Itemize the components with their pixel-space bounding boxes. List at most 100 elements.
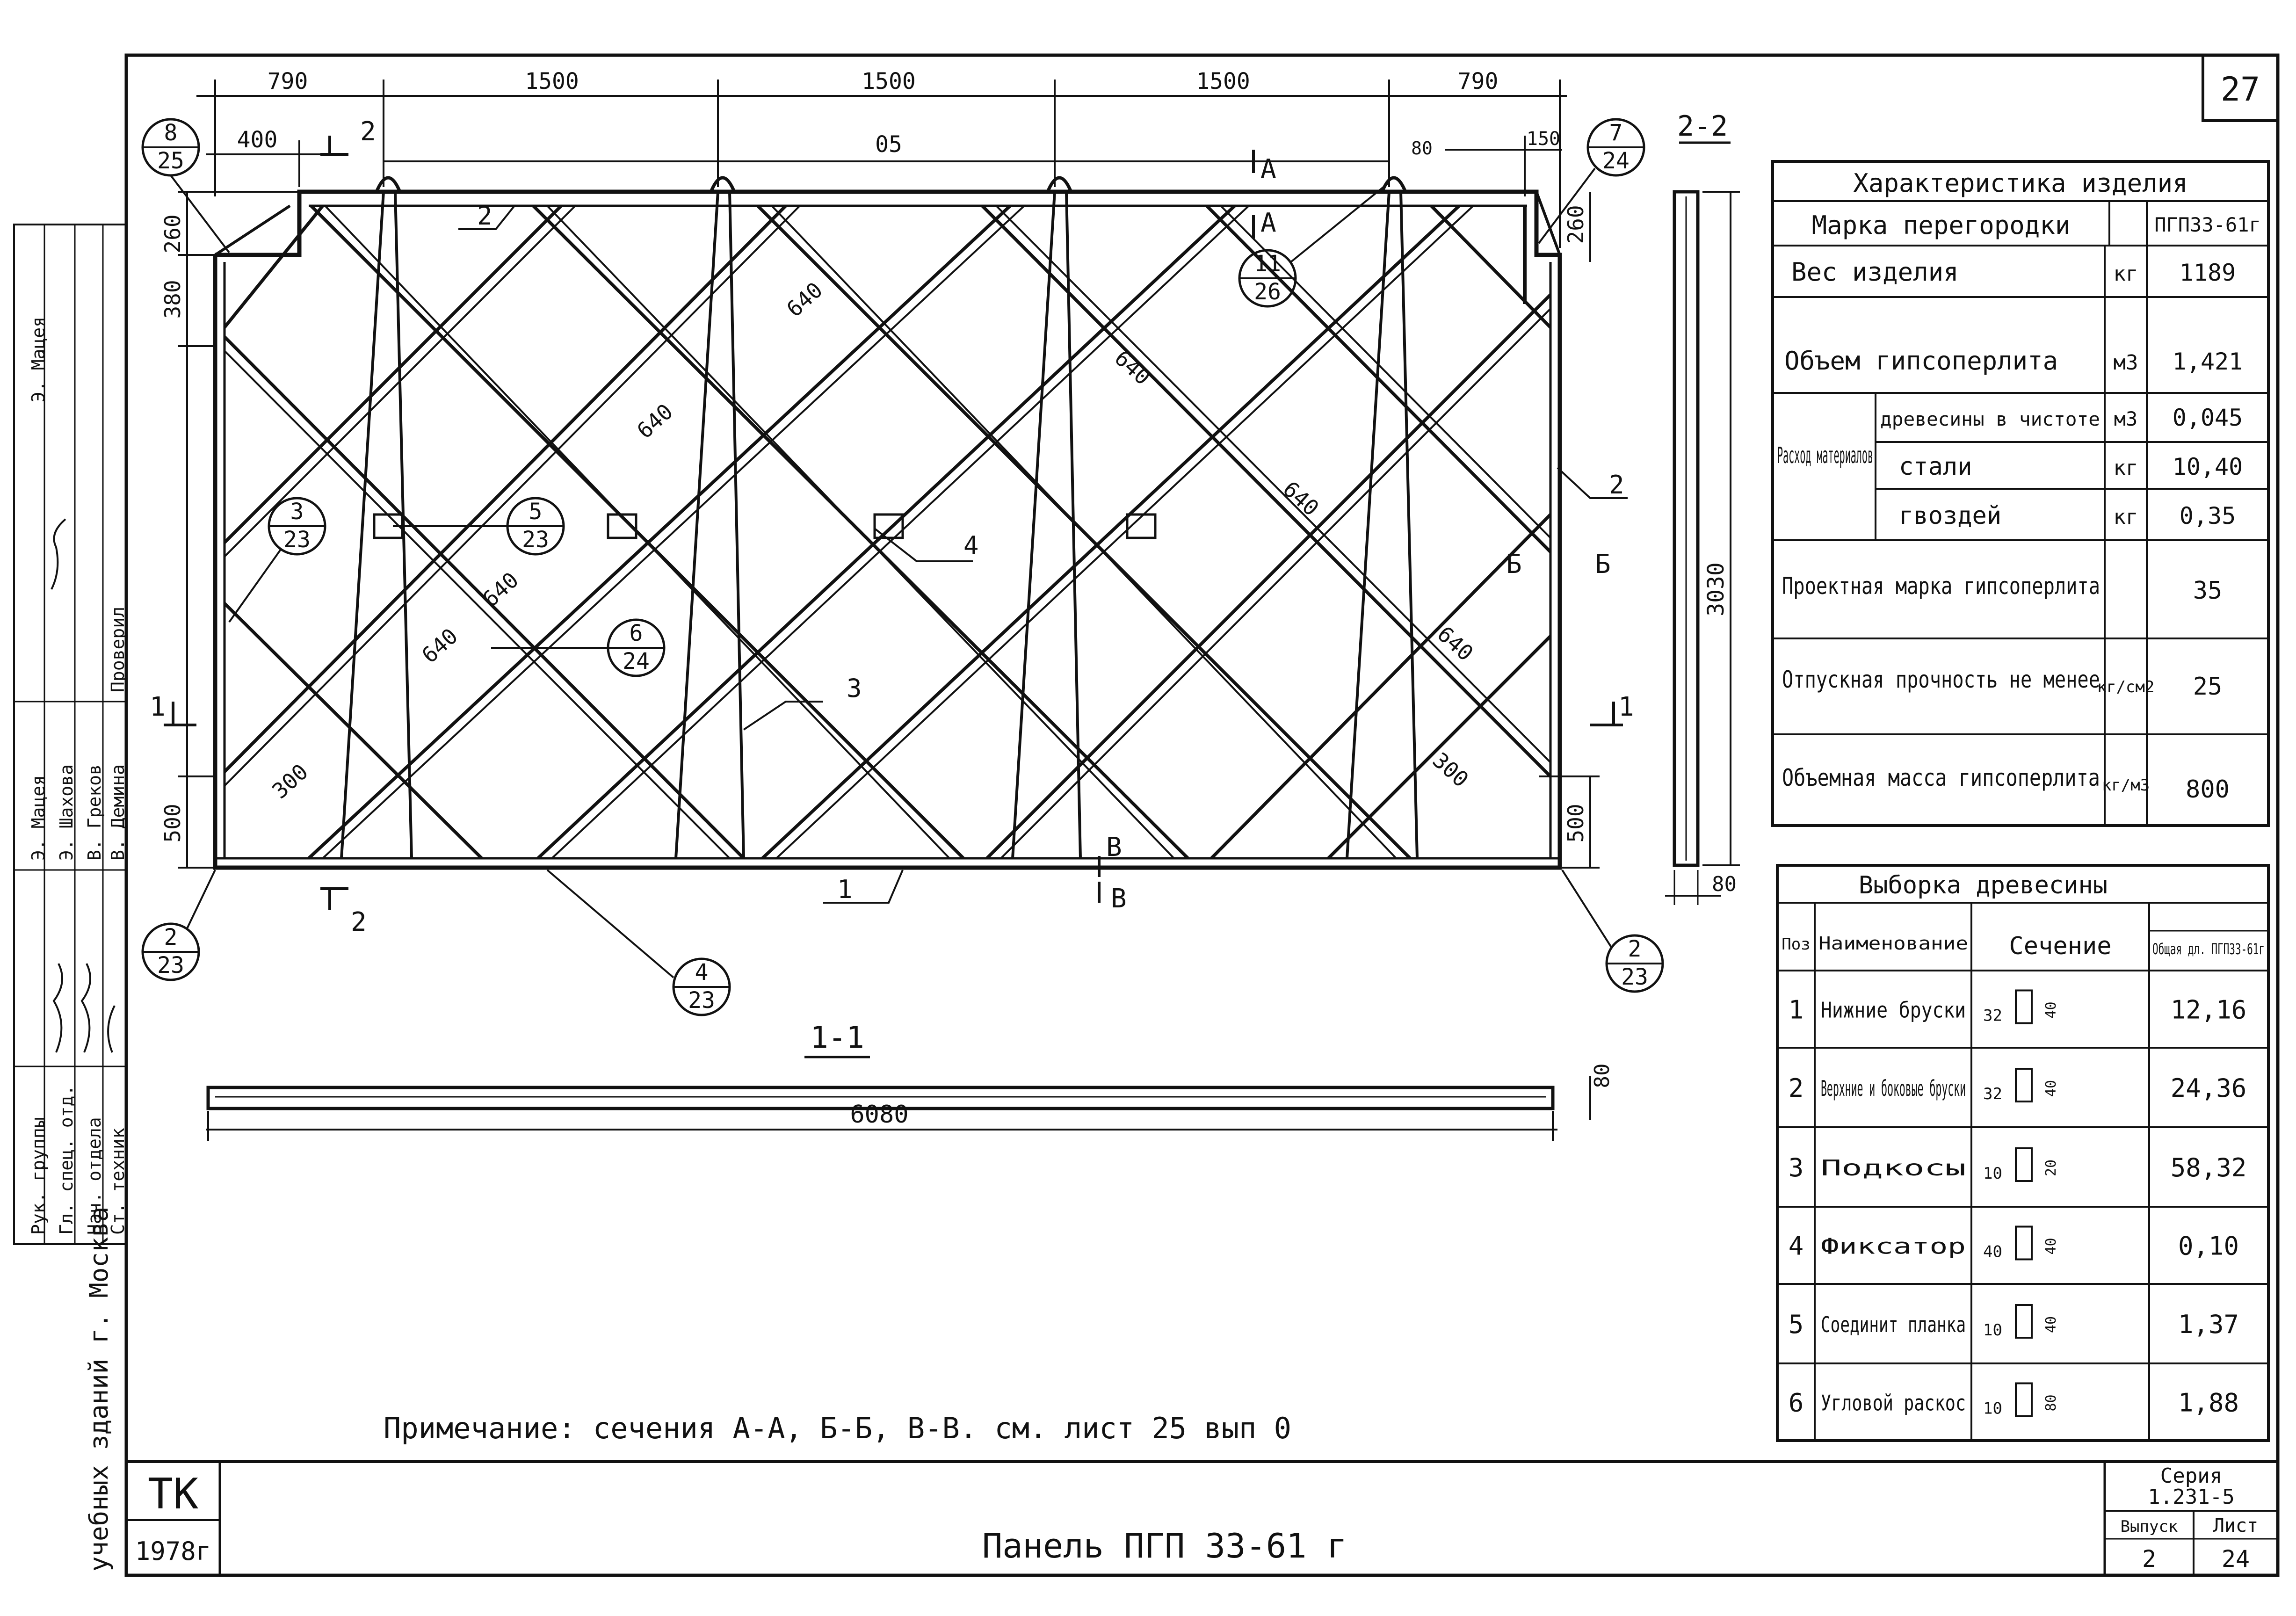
timber-row-length: 24,36	[2171, 1073, 2247, 1103]
callout-den: 23	[688, 987, 715, 1014]
dim-640-2: 640	[632, 399, 678, 443]
dim-05: 05	[875, 131, 902, 158]
sheet-number-box	[2202, 54, 2279, 122]
timber-row-section-icon	[2015, 1382, 2033, 1417]
leader-3: 3	[847, 674, 862, 703]
char-label-5: гвоздей	[1899, 502, 2001, 530]
diagonal-braces-up-inner	[224, 205, 1551, 859]
char-value-0: ПГП33-61г	[2154, 213, 2261, 236]
panel-elevation	[213, 176, 1562, 870]
timber-table: Выборка древесины Поз Наименование Сечен…	[1776, 864, 2270, 1442]
timber-row-section-icon	[2015, 1304, 2033, 1339]
timber-row-sec: 10	[1983, 1399, 2002, 1418]
timber-row-length: 1,88	[2178, 1388, 2239, 1418]
section-1-1: 1-1 6080 80	[206, 1021, 1614, 1141]
dim-790-right: 790	[1458, 68, 1499, 94]
char-unit-7: кг/см2	[2097, 678, 2155, 696]
timber-row-name: Подкосы	[1821, 1155, 1966, 1181]
leader-1: 1	[837, 875, 853, 904]
leaders	[458, 205, 1628, 904]
timber-header-pos: Поз	[1782, 935, 1810, 954]
char-label-1: Вес изделия	[1791, 257, 1959, 287]
dim-500-right: 500	[1563, 804, 1588, 842]
char-value-2: 1,421	[2173, 348, 2243, 375]
callout-num: 6	[630, 620, 643, 646]
timber-row-name: Фиксатор	[1821, 1234, 1966, 1259]
callout-6-24: 6 24	[491, 618, 666, 677]
org-code: ТК	[148, 1470, 198, 1519]
callout-8-25: 8 25	[141, 118, 230, 254]
char-unit-5: кг	[2114, 505, 2138, 529]
leader-labels: 2 1 2 3 4	[477, 201, 1624, 904]
callout-den: 25	[157, 148, 184, 174]
sheet-value: 24	[2222, 1545, 2250, 1573]
timber-row-length: 0,10	[2178, 1232, 2239, 1261]
char-unit-1: кг	[2114, 262, 2138, 286]
strip-name-2: Э. Шахова	[56, 764, 77, 861]
timber-row-section-icon	[2015, 1225, 2033, 1261]
dim-500-left: 500	[160, 804, 185, 842]
sheet-label: Лист	[2213, 1515, 2258, 1536]
top-dimensions	[196, 80, 1567, 248]
timber-row-pos: 5	[1789, 1310, 1804, 1339]
note: Примечание: сечения А-А, Б-Б, В-В. см. л…	[384, 1411, 1291, 1445]
diagonal-braces-down-inner	[224, 205, 1551, 859]
callout-den: 24	[623, 648, 650, 674]
series-label: Серия	[2160, 1464, 2222, 1488]
callout-num: 11	[1254, 251, 1281, 277]
timber-title: Выборка древесины	[1859, 871, 2108, 899]
signature-mark	[80, 963, 91, 1053]
callout-den: 26	[1254, 279, 1281, 305]
leader-2-top: 2	[477, 201, 493, 231]
dim-640-4: 640	[417, 623, 463, 668]
sheet-number: 27	[2221, 70, 2260, 109]
callout-den: 23	[283, 527, 311, 553]
dim-260-right: 260	[1563, 205, 1588, 244]
callout-4-23: 4 23	[546, 869, 731, 1016]
timber-row-name: Соединит планка	[1821, 1312, 1966, 1337]
char-value-8: 800	[2186, 775, 2230, 804]
cut-2-top: 2	[360, 116, 376, 147]
char-value-1: 1189	[2180, 259, 2236, 286]
char-label-7: Отпускная прочность не менее	[1782, 666, 2100, 693]
characteristics-table: Характеристика изделия Марка перегородки…	[1771, 160, 2270, 827]
char-value-5: 0,35	[2180, 502, 2236, 529]
dim-380: 380	[160, 280, 185, 319]
cut-a-top: А	[1260, 154, 1276, 184]
timber-row-pos: 6	[1789, 1388, 1804, 1418]
dim-640-5: 640	[1110, 345, 1156, 390]
char-label-6: Проектная марка гипсоперлита	[1782, 572, 2100, 600]
timber-row-name: Нижние бруски	[1821, 998, 1966, 1023]
timber-row-section-icon	[2015, 989, 2033, 1024]
callout-2-23-right: 2 23	[1561, 869, 1664, 993]
timber-row-name: Верхние и боковые бруски	[1821, 1076, 1966, 1101]
dim-400: 400	[237, 127, 278, 153]
timber-row-sec-h: 40	[2043, 1238, 2059, 1254]
dim-260-left: 260	[160, 214, 185, 253]
section-1-1-label: 1-1	[810, 1021, 864, 1055]
issue-value: 2	[2142, 1545, 2156, 1573]
char-value-4: 10,40	[2173, 453, 2243, 480]
dim-80-1-1: 80	[1590, 1064, 1614, 1088]
dim-80-top: 80	[1411, 138, 1433, 159]
callout-den: 23	[1621, 964, 1648, 990]
timber-row-pos: 4	[1789, 1232, 1804, 1261]
fixators	[373, 513, 1157, 539]
cut-1-left: 1	[150, 692, 166, 722]
timber-row-sec: 40	[1983, 1243, 2002, 1261]
timber-row-sec: 10	[1983, 1321, 2002, 1340]
strip-role-4: Ст. техник	[108, 1128, 128, 1235]
callout-5-23: 5 23	[393, 497, 565, 556]
dim-1500-a: 1500	[525, 68, 579, 94]
callout-3-23: 3 23	[228, 497, 326, 623]
dim-790-left: 790	[268, 68, 308, 94]
timber-row-pos: 2	[1789, 1073, 1804, 1103]
char-value-7: 25	[2193, 673, 2223, 701]
section-2-2-label: 2-2	[1677, 110, 1728, 143]
callout-num: 2	[164, 924, 178, 950]
timber-row-sec-h: 20	[2043, 1159, 2059, 1176]
char-value-3: 0,045	[2173, 404, 2243, 431]
leader-2-right: 2	[1609, 470, 1624, 500]
